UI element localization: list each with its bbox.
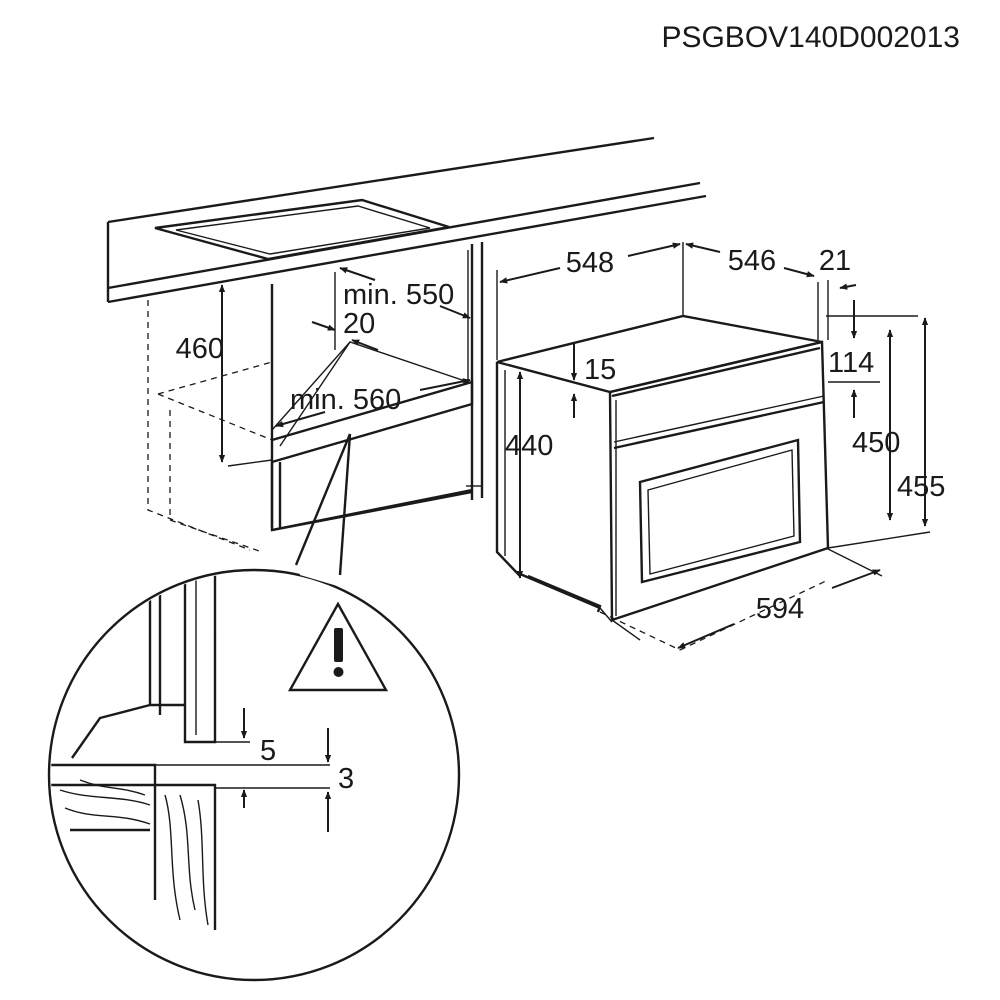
- dim-546-label: 546: [728, 245, 776, 277]
- kitchen-cabinet: [106, 136, 707, 553]
- dim-3-label: 3: [338, 763, 354, 795]
- dim-114-label: 114: [828, 347, 874, 379]
- dim-548-label: 548: [566, 247, 614, 279]
- detail-callout: 5 3: [47, 433, 461, 982]
- dim-594-label: 594: [756, 593, 804, 625]
- diagram-code: PSGBOV140D002013: [661, 21, 960, 54]
- dim-15-label: 15: [584, 354, 616, 386]
- dim-5-label: 5: [260, 735, 276, 767]
- warning-triangle-icon: [287, 601, 389, 692]
- dim-460-label: 460: [176, 333, 224, 365]
- dim-440-label: 440: [505, 430, 553, 462]
- dim-min560-label: min. 560: [290, 384, 401, 416]
- dim-20-label: 20: [343, 308, 375, 340]
- oven: [495, 314, 830, 623]
- oven-dimensions: 548 546 21 15 440 114 450 455 594: [496, 242, 945, 651]
- cabinet-dimensions: 460 min. 550 20 min. 560: [176, 267, 471, 467]
- dim-455-label: 455: [897, 471, 945, 503]
- dim-450-label: 450: [852, 427, 900, 459]
- dim-min550-label: min. 550: [343, 279, 454, 311]
- dim-21-label: 21: [819, 245, 851, 277]
